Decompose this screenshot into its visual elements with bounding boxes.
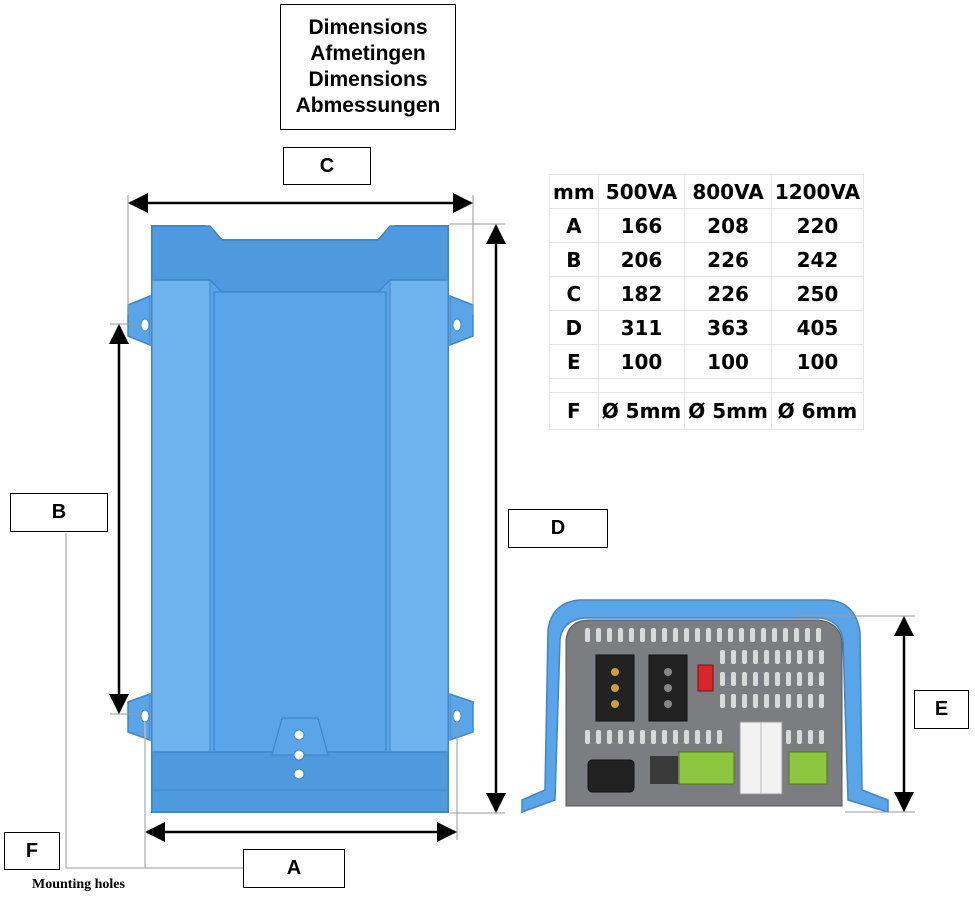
table-cell: A xyxy=(549,208,599,243)
table-cell: Ø 6mm xyxy=(770,392,865,430)
table-cell: 100 xyxy=(684,344,772,379)
dimension-c-line xyxy=(127,193,474,315)
table-cell: 206 xyxy=(597,242,686,277)
table-cell: 220 xyxy=(770,208,865,243)
table-cell: 166 xyxy=(597,208,686,243)
table-cell: D xyxy=(549,310,599,345)
mounting-hole-leaders xyxy=(65,533,245,869)
front-view-housing xyxy=(127,225,474,813)
title-line-3: Dimensions xyxy=(308,68,428,91)
label-f: F xyxy=(4,832,60,870)
table-cell: 226 xyxy=(684,242,772,277)
table-row: E 100 100 100 xyxy=(549,344,865,379)
table-cell: E xyxy=(549,344,599,379)
dimension-e-line xyxy=(795,615,915,813)
table-cell: 405 xyxy=(770,310,865,345)
table-cell: Ø 5mm xyxy=(684,392,772,430)
table-spacer-cell xyxy=(597,378,686,393)
title-line-2: Afmetingen xyxy=(310,42,426,65)
table-header-cell: 1200VA xyxy=(770,174,865,209)
title-box: Dimensions Afmetingen Dimensions Abmessu… xyxy=(280,4,456,130)
label-b: B xyxy=(10,493,108,532)
table-cell: 226 xyxy=(684,276,772,311)
table-row: C 182 226 250 xyxy=(549,276,865,311)
table-cell: B xyxy=(549,242,599,277)
table-header-cell: 800VA xyxy=(684,174,772,209)
label-c: C xyxy=(283,147,371,185)
end-view-housing xyxy=(521,599,889,814)
label-d: D xyxy=(508,509,608,548)
table-header-cell: mm xyxy=(549,174,599,209)
table-cell: 100 xyxy=(597,344,686,379)
title-line-1: Dimensions xyxy=(308,16,428,39)
table-spacer-cell xyxy=(684,378,772,393)
table-header-row: mm 500VA 800VA 1200VA xyxy=(549,174,865,209)
table-row: D 311 363 405 xyxy=(549,310,865,345)
title-line-4: Abmessungen xyxy=(295,94,441,117)
table-cell: C xyxy=(549,276,599,311)
table-cell: 250 xyxy=(770,276,865,311)
dimension-d-line xyxy=(450,223,506,814)
table-cell: 363 xyxy=(684,310,772,345)
table-cell: 311 xyxy=(597,310,686,345)
label-a: A xyxy=(243,849,345,888)
label-e: E xyxy=(914,690,969,729)
table-row: A 166 208 220 xyxy=(549,208,865,243)
table-row: B 206 226 242 xyxy=(549,242,865,277)
mounting-holes-caption: Mounting holes xyxy=(32,877,125,892)
table-spacer-cell xyxy=(770,378,865,393)
table-cell: 208 xyxy=(684,208,772,243)
table-spacer-row xyxy=(549,378,865,393)
table-header-cell: 500VA xyxy=(597,174,686,209)
table-cell: 100 xyxy=(770,344,865,379)
table-row: F Ø 5mm Ø 5mm Ø 6mm xyxy=(549,392,865,430)
dimensions-table: mm 500VA 800VA 1200VA A 166 208 220 B 20… xyxy=(549,174,865,430)
table-cell: 242 xyxy=(770,242,865,277)
table-cell: F xyxy=(549,392,599,430)
table-cell: Ø 5mm xyxy=(597,392,686,430)
dimension-b-line xyxy=(109,323,140,715)
table-cell: 182 xyxy=(597,276,686,311)
table-spacer-cell xyxy=(549,378,599,393)
